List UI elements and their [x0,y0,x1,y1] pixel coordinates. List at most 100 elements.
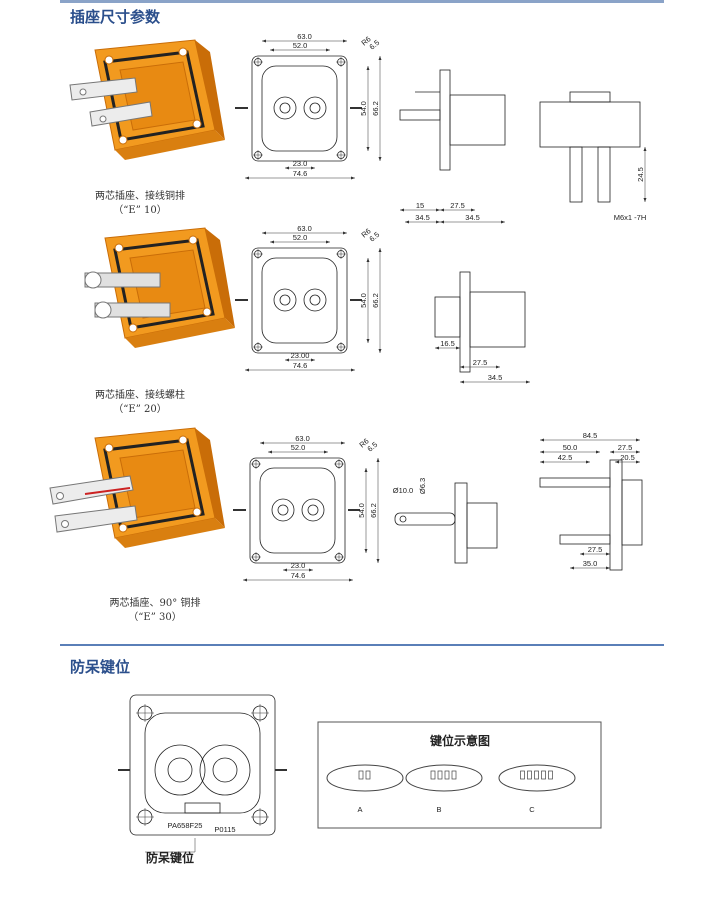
key-option-2-shape [498,764,576,792]
caption-row-3-line2: （“E” 30） [128,612,182,623]
dim-front-1-pitch-label: 23.0 [293,159,308,168]
key-option-1-label: B [436,805,441,814]
dim-right3-c-label: 42.5 [558,453,573,462]
side2-flange [459,271,471,373]
rear1-body [539,101,641,148]
front-pin-right [303,288,327,312]
dim-side1-b-arrows [440,208,475,212]
front-pin-left [273,96,297,120]
dim-side2-c-label: 34.5 [488,373,503,382]
busbar-hole-lower [99,115,107,123]
caption-row-3-line1: 两芯插座、90° 铜排 [109,598,201,609]
socket-render-1 [69,39,225,160]
front-view-1 [235,55,362,162]
front-outline [251,247,348,354]
keying-pin-right-core [212,757,238,783]
red-wire [84,487,131,495]
keying-pin-left [154,744,206,796]
key-option-2-tooth-4 [548,770,553,780]
key-option-0-shape [326,764,404,792]
dim-right3-d-label: 27.5 [618,443,633,452]
rear-view-1 [539,91,641,203]
dim-side1-d-label: 34.5 [465,213,480,222]
dim-front-2-houter-label: 66.2 [371,293,380,308]
side2-body [469,291,526,348]
caption-row-1-line1: 两芯插座、接线铜排 [95,191,185,202]
mount-hole-3 [118,523,128,533]
front-pin-left-core [279,294,291,306]
keying-inner [144,712,261,814]
dim-side1-c-label: 34.5 [415,213,430,222]
key-diagram-box [317,721,602,829]
busbar-upper [69,77,138,101]
right-view-3 [539,459,643,571]
keying-pin-left-core [167,757,193,783]
front-inner [261,65,338,152]
mount-hole-2 [202,307,212,317]
dim-front-3-flange-label: 63.0 [295,434,310,443]
keying-part-no: PA658F25 [168,821,203,830]
key-option-2-tooth-0 [520,770,525,780]
key-option-0-tooth-1 [365,770,371,780]
socket-render-3 [49,427,225,548]
socket-flange-bottom [115,518,225,548]
keying-pin-right [199,744,251,796]
caption-row-1: 两芯插座、接线铜排 （“E” 10） [60,190,220,218]
top-rule [60,0,664,3]
right3-bar-upper [539,477,611,488]
side3-body [466,502,498,549]
socket-flange-bottom [115,130,225,160]
front-inner [259,467,336,554]
front-pin-right [301,498,325,522]
mount-hole-2 [192,507,202,517]
keying-code: P0115 [214,825,235,834]
front-outline [251,55,348,162]
key-option-1-tooth-3 [451,770,457,780]
front-pin-left-core [277,504,289,516]
dim-right3-a-label: 84.5 [583,431,598,440]
stud-face-lower [94,301,112,319]
dim-front-1-flange-label: 63.0 [297,32,312,41]
rear1-stud-left [569,146,583,203]
dim-right3-g-label: 35.0 [583,559,598,568]
side1-body [449,94,506,146]
front-inner [261,257,338,344]
key-option-2-tooth-3 [541,770,546,780]
key-option-0-tooth-0 [358,770,364,780]
side-view-2 [434,271,526,373]
dim-front-3-houter-label: 66.2 [369,503,378,518]
rear1-stud-right [597,146,611,203]
dim-front-2-pitch-label: 23.00 [291,351,310,360]
dim-front-1-inner-label: 52.0 [293,41,308,50]
socket-gasket [113,238,215,330]
mount-hole-3 [128,323,138,333]
dim-front-3-outer-label: 74.6 [291,571,306,580]
front-outline [249,457,346,564]
side3-flange [454,482,468,564]
section-divider [60,644,664,646]
keying-front-view [118,694,287,836]
front-pin-right-core [307,504,319,516]
caption-row-2-line1: 两芯插座、接线螺柱 [95,390,185,401]
keying-callout-label: 防呆键位 [146,850,194,865]
socket-flange-bottom [125,318,235,348]
dim-right3-b-label: 50.0 [563,443,578,452]
dim-side1-a-label: 15 [416,201,424,210]
key-option-2-tooth-2 [534,770,539,780]
mount-hole-3 [118,135,128,145]
mount-hole-1 [178,435,188,445]
key-option-1-tooth-2 [444,770,450,780]
dim-side3-b: Ø6.3 [418,478,427,494]
dim-side2-b-label: 27.5 [473,358,488,367]
section-title-dimensions: 插座尺寸参数 [70,8,161,26]
keying-key-slot [184,802,221,814]
dim-front-2-inner-label: 52.0 [293,233,308,242]
front-pin-left-core [279,102,291,114]
side-view-1 [399,69,506,171]
mount-hole-1 [178,47,188,57]
dim-rear1-a-label: 24.5 [636,167,645,182]
front-pin-left [271,498,295,522]
mount-hole-2 [192,119,202,129]
key-option-2-label: C [529,805,535,814]
